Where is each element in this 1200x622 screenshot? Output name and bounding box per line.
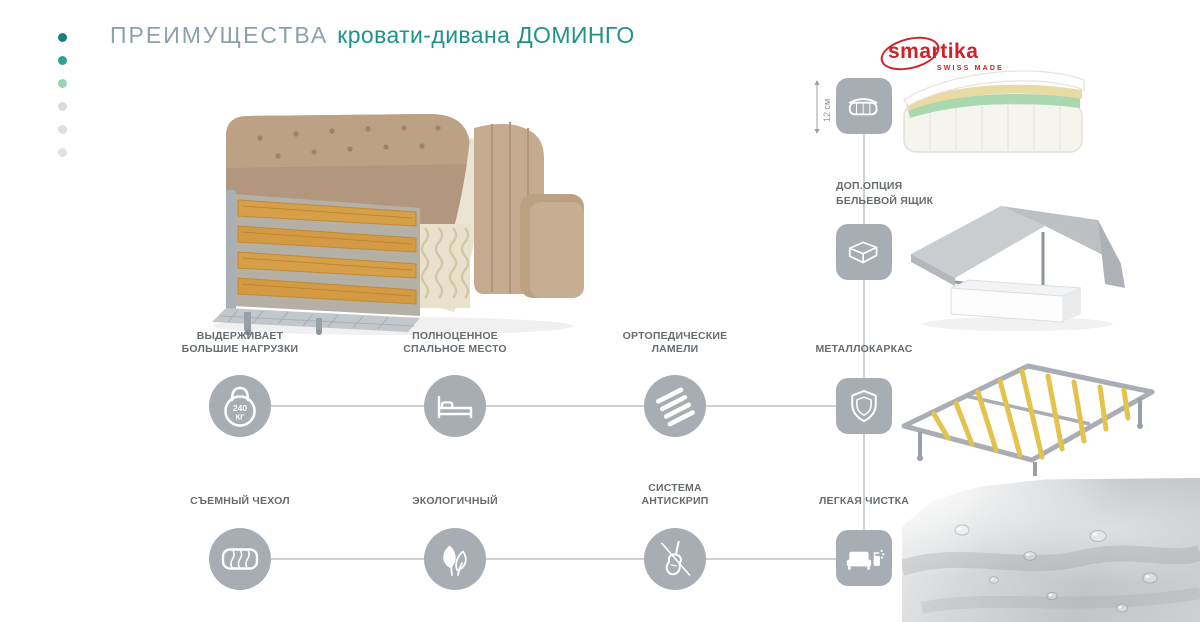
sofa-clean-icon	[846, 549, 885, 570]
feature-label-sleeping-place: ПОЛНОЦЕННОЕ СПАЛЬНОЕ МЕСТО	[375, 329, 535, 357]
label-line: СИСТЕМА	[648, 481, 702, 494]
label-line: ДОП.ОПЦИЯ	[836, 180, 903, 192]
kettlebell-icon: 240 КГ	[224, 386, 256, 427]
label-line: ЛАМЕЛИ	[651, 343, 699, 356]
slats-icon	[656, 387, 695, 427]
feature-label-eco: ЭКОЛОГИЧНЫЙ	[375, 481, 535, 509]
bullet-dot	[58, 102, 67, 111]
title-suffix: кровати-дивана ДОМИНГО	[337, 22, 635, 48]
label-line: СЪЕМНЫЙ ЧЕХОЛ	[190, 495, 290, 508]
fabric-image	[902, 478, 1200, 622]
mattress-height-dimension: 12 см	[814, 80, 832, 134]
violin-icon	[661, 540, 691, 576]
mattress-icon	[848, 98, 878, 116]
feature-icon-square	[836, 378, 892, 434]
feature-icon-square	[836, 78, 892, 134]
feature-icon-square	[836, 224, 892, 280]
feature-icon-circle	[424, 375, 486, 437]
feature-label-removable-cover: СЪЕМНЫЙ ЧЕХОЛ	[160, 481, 320, 509]
shield-icon	[851, 389, 877, 423]
feature-icon-circle	[644, 528, 706, 590]
sofa-drawer-image	[911, 206, 1125, 331]
label-line: ОРТОПЕДИЧЕСКИЕ	[622, 329, 728, 342]
label-line: ВЫДЕРЖИВАЕТ	[196, 329, 284, 342]
bullet-dot	[58, 33, 67, 42]
label-line: АНТИСКРИП	[641, 495, 709, 508]
label-line: МЕТАЛЛОКАРКАС	[815, 343, 913, 356]
leaves-icon	[443, 545, 467, 576]
label-line: ЛЕГКАЯ ЧИСТКА	[818, 495, 910, 508]
bullet-dot	[58, 79, 67, 88]
brand-logo: smartika SWISS MADE	[877, 31, 1004, 76]
feature-label-heavy-load: ВЫДЕРЖИВАЕТ БОЛЬШИЕ НАГРУЗКИ	[160, 329, 320, 357]
feature-label-antisqueak: СИСТЕМА АНТИСКРИП	[595, 481, 755, 509]
mattress-height-label: 12 см	[822, 99, 832, 122]
fabric-droplets	[902, 524, 1200, 614]
connector-line-row2	[240, 558, 864, 560]
drawer-option-label: ДОП.ОПЦИЯ БЕЛЬЕВОЙ ЯЩИК	[836, 179, 933, 208]
metal-frame-image	[901, 363, 1155, 476]
feature-icon-circle	[209, 528, 271, 590]
sofa-cutaway-image	[212, 114, 584, 336]
mattress-cover-icon	[221, 548, 259, 570]
connector-line-row1	[240, 405, 864, 407]
drawer-box-icon	[848, 241, 878, 264]
feature-icon-circle	[644, 375, 706, 437]
label-line: ЭКОЛОГИЧНЫЙ	[412, 495, 498, 508]
feature-icon-square	[836, 530, 892, 586]
feature-icon-circle: 240 КГ	[209, 375, 271, 437]
bullet-dot	[58, 56, 67, 65]
feature-label-easy-cleaning: ЛЕГКАЯ ЧИСТКА	[784, 481, 944, 509]
bullet-dot	[58, 125, 67, 134]
brand-tagline: SWISS MADE	[936, 65, 1004, 72]
slide-bullet-dots	[58, 33, 67, 157]
bed-icon	[437, 395, 473, 419]
feature-label-ortho-slats: ОРТОПЕДИЧЕСКИЕ ЛАМЕЛИ	[595, 329, 755, 357]
label-line: ПОЛНОЦЕННОЕ	[412, 329, 498, 342]
label-line: БОЛЬШИЕ НАГРУЗКИ	[181, 343, 299, 356]
vertical-connector-line	[863, 134, 865, 530]
label-line: БЕЛЬЕВОЙ ЯЩИК	[836, 194, 934, 207]
feature-icon-circle	[424, 528, 486, 590]
title-prefix: ПРЕИМУЩЕСТВА	[110, 22, 329, 48]
feature-label-metal-frame: МЕТАЛЛОКАРКАС	[784, 329, 944, 357]
mattress-image	[903, 70, 1085, 153]
brand-name: smartika	[888, 40, 979, 63]
label-line: СПАЛЬНОЕ МЕСТО	[403, 343, 507, 356]
page-title: ПРЕИМУЩЕСТВА кровати-дивана ДОМИНГО	[110, 22, 635, 49]
load-badge-unit: КГ	[236, 413, 246, 422]
load-badge-value: 240	[233, 403, 247, 413]
bullet-dot	[58, 148, 67, 157]
